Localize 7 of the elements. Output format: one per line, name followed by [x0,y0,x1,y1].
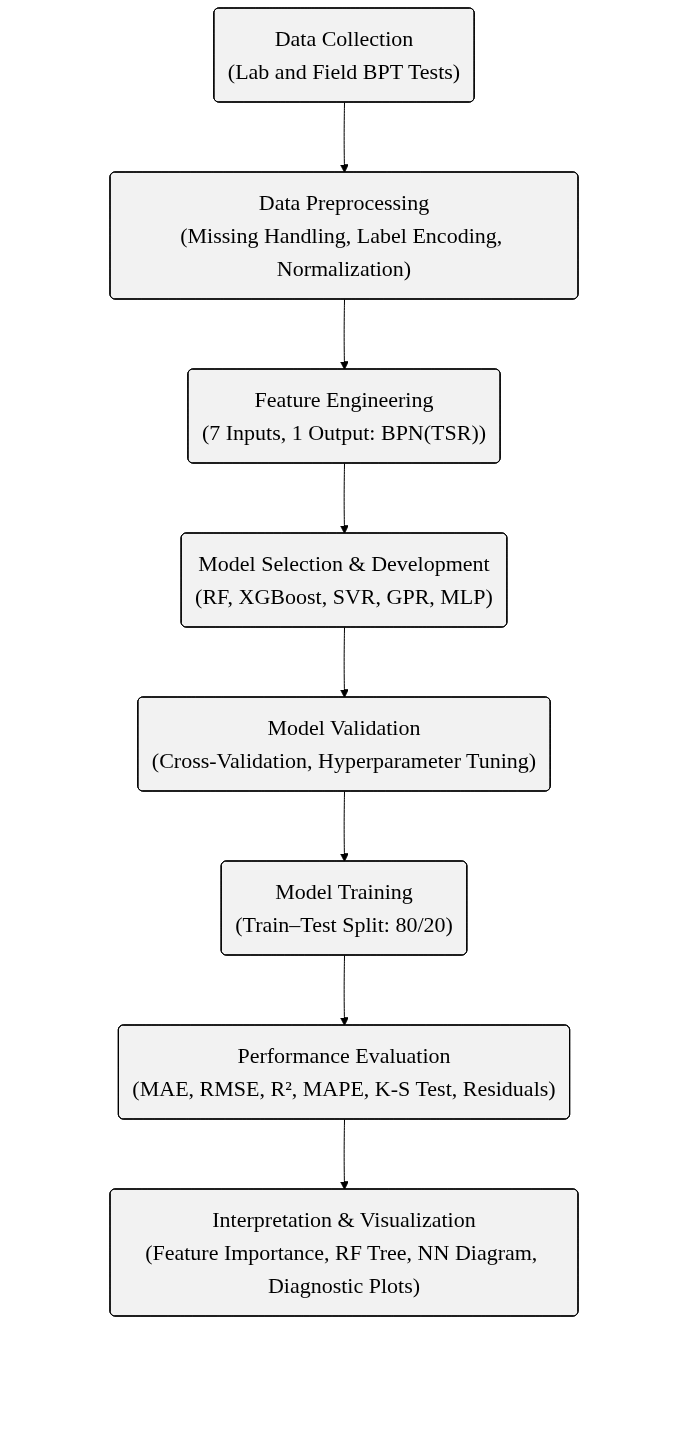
arrow [340,1119,349,1190]
arrow [340,299,349,370]
arrow [340,791,349,862]
arrow [340,955,349,1026]
arrow [340,463,349,534]
arrow [340,627,349,698]
arrow [340,102,349,173]
